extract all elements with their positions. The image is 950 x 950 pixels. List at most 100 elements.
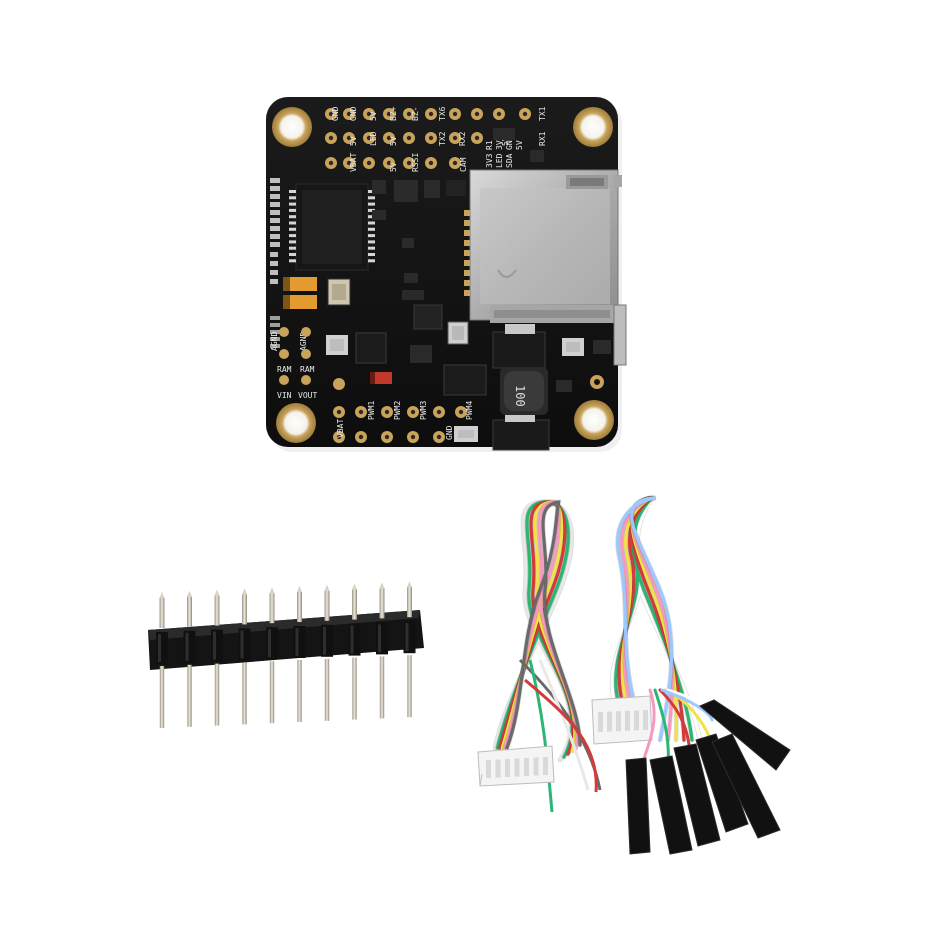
pad-hole [406, 160, 412, 166]
ic-pin [289, 259, 296, 263]
ic-pin [289, 196, 296, 200]
right-label: 5V [515, 140, 524, 150]
top-label: 5V [501, 136, 510, 146]
pad-hole [474, 111, 480, 117]
header-pin-bottom [407, 655, 412, 718]
pad-hole [436, 409, 442, 415]
top-label: LED [495, 153, 504, 168]
header-segment [376, 622, 388, 655]
segment-highlight [240, 630, 244, 659]
header-segment [266, 627, 278, 660]
header-segment [156, 632, 168, 664]
left-label: AGND [270, 332, 279, 351]
top-label: 3V3 [485, 153, 494, 168]
pad-hole [358, 409, 364, 415]
connector-slot [543, 757, 548, 775]
sd-contact-pad [464, 210, 470, 216]
cable-a [477, 499, 602, 813]
ic-pin [368, 240, 375, 244]
pin-tip [159, 592, 165, 598]
dupont-housing [699, 699, 791, 771]
bottom-label: PWM2 [393, 401, 402, 420]
pad-hole [428, 135, 434, 141]
connector-edge [479, 773, 483, 787]
ic-pin [289, 240, 296, 244]
pin-tip [269, 587, 275, 594]
smd-pad [270, 218, 280, 223]
left-label: RAM [300, 365, 315, 374]
smd-pad [270, 316, 280, 320]
connector-slot [616, 711, 621, 732]
pad-hole [346, 135, 352, 141]
pad-hole [346, 160, 352, 166]
pad-hole [366, 135, 372, 141]
wire [660, 688, 714, 722]
pad-hole [328, 135, 334, 141]
header-segment [348, 623, 361, 656]
pad-hole [410, 434, 416, 440]
top-label: TX1 [538, 106, 547, 121]
right-label: 3V [495, 140, 504, 150]
right-label: GND [505, 135, 514, 150]
connector-slot [634, 710, 639, 731]
pin-tip [214, 589, 220, 596]
top-label: SDA [505, 153, 514, 168]
header-segment [211, 629, 223, 662]
header-pin-top [187, 596, 192, 627]
ic-pin [368, 227, 375, 231]
segment-highlight [268, 629, 271, 658]
segment-highlight [185, 632, 189, 661]
smd-pad [270, 194, 280, 199]
header-pin-top [242, 594, 247, 625]
connector-slot [486, 760, 491, 778]
ic-pin [289, 253, 296, 256]
ic-pin [289, 234, 296, 238]
dupont-housing [649, 755, 693, 855]
header-pin-top [352, 589, 357, 620]
connector-slot [514, 758, 520, 777]
top-labels: GND GND 5V BZ+ BZ- TX6 TX1 5V LED 5V TX2… [331, 106, 547, 172]
smd-pad [270, 270, 278, 275]
pad-hole [452, 135, 458, 141]
header-pin-bottom [379, 656, 385, 719]
pad-hole [410, 409, 416, 415]
pad-hole [452, 111, 458, 117]
pad-hole [336, 409, 342, 415]
ic-pin [368, 234, 375, 238]
pin-tip [242, 588, 247, 595]
smd-part [530, 150, 544, 162]
ic-pin [368, 259, 375, 263]
pad-hole [336, 434, 342, 440]
top-label: CAM [459, 157, 468, 172]
bottom-label: VBAT [336, 419, 345, 438]
smd-pad [270, 261, 278, 266]
connector-slot [533, 757, 539, 776]
segment-highlight [378, 624, 381, 653]
header-pin-top [159, 598, 165, 628]
top-pad-rows [325, 108, 531, 169]
pad-hole [452, 160, 458, 166]
left-label: VIN [277, 391, 292, 400]
ic-pin [368, 215, 375, 219]
ic-pin [289, 215, 296, 219]
dupont-housing [695, 733, 749, 833]
pin-tip [352, 583, 357, 590]
smd-pad [270, 226, 280, 231]
sd-contact-pad [464, 230, 470, 236]
tantalum-capacitors [283, 277, 351, 309]
smd-pad [270, 178, 280, 183]
ic-pin [289, 221, 296, 225]
pad-hole [328, 111, 334, 117]
top-label: VBAT [349, 153, 358, 172]
smd-pad [270, 242, 280, 247]
pin-tip [297, 586, 302, 592]
sd-contact-pad [464, 290, 470, 296]
sd-contact-pad [464, 250, 470, 256]
smd-pad [270, 323, 280, 327]
pad-hole [474, 135, 480, 141]
sd-contact-pad [464, 260, 470, 266]
top-label: 5V [389, 162, 398, 172]
ic-pin [368, 202, 375, 206]
right-label: R1 [485, 140, 494, 150]
